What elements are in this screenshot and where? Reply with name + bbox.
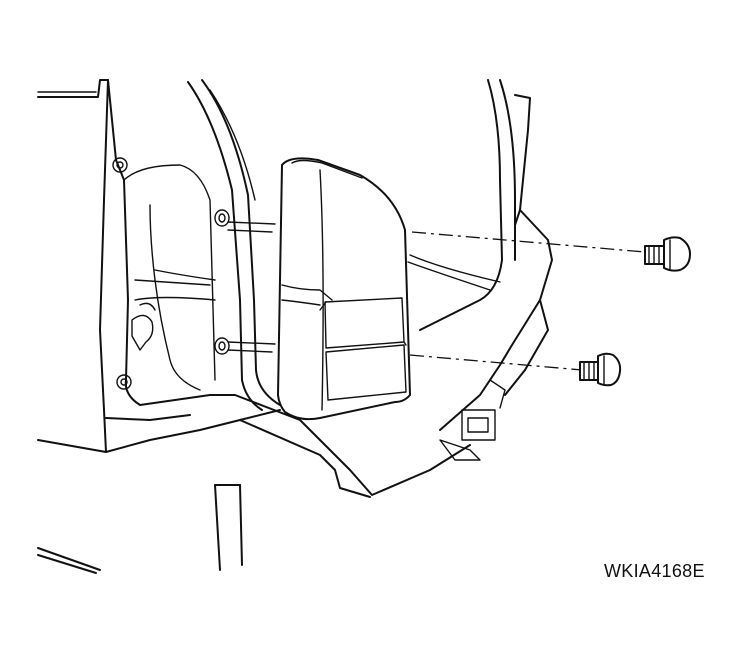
assembly-lines (409, 231, 646, 371)
rear-combination-lamp (227, 157, 411, 421)
vehicle-body (37, 79, 553, 574)
bolt-lower (579, 352, 622, 387)
figure-code: WKIA4168E (604, 561, 705, 581)
bolt-upper (644, 236, 691, 272)
